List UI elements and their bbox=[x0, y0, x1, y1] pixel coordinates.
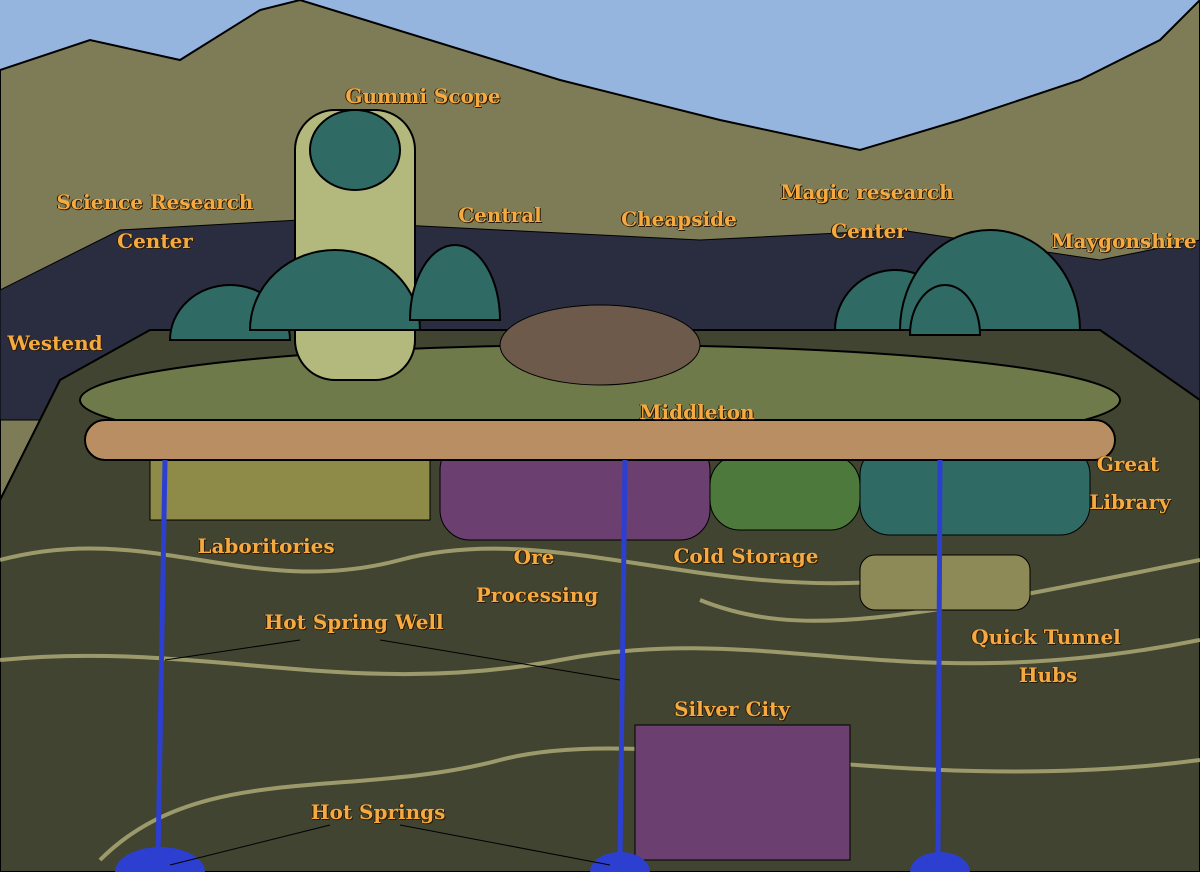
tunnels bbox=[0, 546, 1200, 862]
label-silver-city: Silver City bbox=[674, 697, 790, 721]
quick-tunnel-hub bbox=[859, 554, 1031, 611]
label-maygonshire: Maygonshire bbox=[1051, 229, 1197, 253]
label-hot-spring-well: Hot Spring Well bbox=[264, 610, 444, 634]
label-westend: Westend bbox=[7, 331, 103, 355]
label-laboritories: Laboritories bbox=[197, 534, 335, 558]
domes bbox=[168, 229, 1082, 341]
label-gummi-scope: Gummi Scope bbox=[345, 84, 501, 108]
label-great: Great bbox=[1096, 452, 1160, 476]
label-magic-research: Magic research bbox=[780, 180, 954, 204]
label-middleton: Middleton bbox=[639, 400, 755, 424]
label-hubs: Hubs bbox=[1018, 663, 1078, 687]
label-cold-storage: Cold Storage bbox=[673, 544, 819, 568]
label-ore: Ore bbox=[513, 545, 555, 569]
cold-storage-area bbox=[709, 454, 861, 531]
label-magic-center: Center bbox=[831, 219, 907, 243]
label-central: Central bbox=[458, 203, 542, 227]
label-science-center: Center bbox=[117, 229, 193, 253]
silver-city-area bbox=[634, 724, 851, 861]
hot-springs bbox=[115, 847, 970, 872]
label-hot-springs: Hot Springs bbox=[310, 800, 446, 824]
label-processing: Processing bbox=[475, 583, 599, 607]
water-pipes bbox=[155, 459, 943, 861]
label-science-research: Science Research bbox=[56, 190, 254, 214]
label-quick-tunnel: Quick Tunnel bbox=[971, 625, 1121, 649]
city-wall bbox=[84, 419, 1116, 461]
label-cheapside: Cheapside bbox=[621, 207, 737, 231]
label-library: Library bbox=[1089, 490, 1171, 514]
leader-lines bbox=[164, 639, 621, 866]
